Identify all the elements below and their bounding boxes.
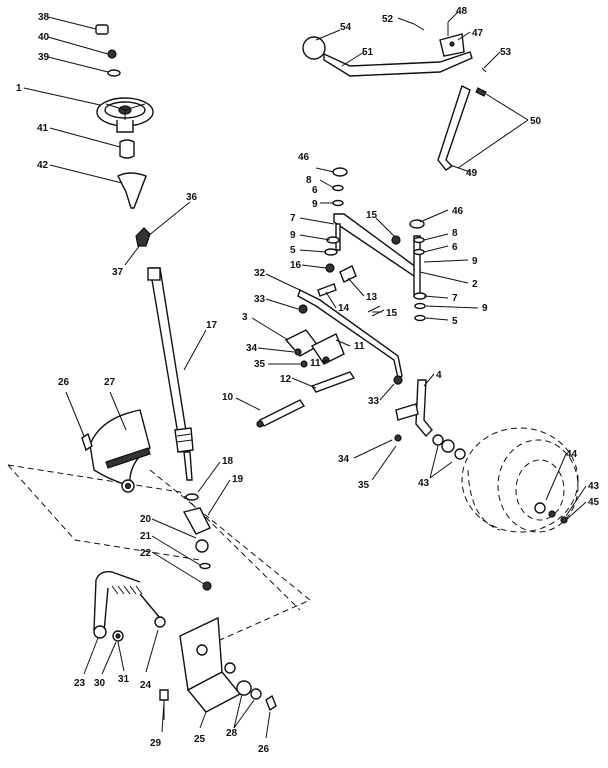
label-43-left: 43 bbox=[418, 478, 430, 489]
parts-artwork bbox=[7, 22, 579, 720]
label-10: 10 bbox=[222, 392, 234, 403]
label-3: 3 bbox=[242, 312, 248, 323]
label-24: 24 bbox=[140, 680, 152, 691]
label-21: 21 bbox=[140, 531, 152, 542]
label-39: 39 bbox=[38, 52, 50, 63]
label-35-right: 35 bbox=[358, 480, 370, 491]
label-22: 22 bbox=[140, 548, 152, 559]
label-1: 1 bbox=[16, 83, 22, 94]
label-6-right: 6 bbox=[452, 242, 458, 253]
label-17: 17 bbox=[206, 320, 218, 331]
label-25: 25 bbox=[194, 734, 206, 745]
label-54: 54 bbox=[340, 22, 352, 33]
label-33-bottom: 33 bbox=[368, 396, 380, 407]
label-5-right: 5 bbox=[452, 316, 458, 327]
label-44: 44 bbox=[566, 449, 578, 460]
label-46-right: 46 bbox=[452, 206, 464, 217]
label-52: 52 bbox=[382, 14, 394, 25]
shaft-bracket bbox=[135, 227, 151, 247]
label-18: 18 bbox=[222, 456, 234, 467]
label-38: 38 bbox=[38, 12, 50, 23]
label-8-left: 8 bbox=[306, 175, 312, 186]
label-53: 53 bbox=[500, 47, 512, 58]
dashed-reference-outline bbox=[7, 464, 311, 641]
label-36: 36 bbox=[186, 192, 198, 203]
axle-beam bbox=[317, 167, 427, 322]
label-16: 16 bbox=[290, 260, 302, 271]
steering-wheel bbox=[96, 97, 154, 133]
label-41: 41 bbox=[37, 123, 49, 134]
label-45: 45 bbox=[588, 497, 600, 508]
label-23: 23 bbox=[74, 678, 86, 689]
label-31: 31 bbox=[118, 674, 130, 685]
lift-lever bbox=[302, 22, 487, 77]
label-2: 2 bbox=[472, 279, 478, 290]
label-9-a: 9 bbox=[312, 199, 318, 210]
label-26-top: 26 bbox=[58, 377, 70, 388]
label-15-bottom: 15 bbox=[386, 308, 398, 319]
label-37: 37 bbox=[112, 267, 124, 278]
label-47: 47 bbox=[472, 28, 484, 39]
label-48: 48 bbox=[456, 6, 468, 17]
label-49: 49 bbox=[466, 168, 478, 179]
label-40: 40 bbox=[38, 32, 50, 43]
label-7-left: 7 bbox=[290, 213, 296, 224]
label-46-left: 46 bbox=[298, 152, 310, 163]
steering-shaft bbox=[147, 267, 194, 481]
label-12: 12 bbox=[280, 374, 292, 385]
label-28: 28 bbox=[226, 728, 238, 739]
part-labels: 38 40 39 1 41 42 36 37 17 26 27 18 19 20… bbox=[16, 6, 600, 755]
tie-rod-assembly bbox=[256, 289, 403, 428]
label-4: 4 bbox=[436, 370, 442, 381]
label-33-top: 33 bbox=[254, 294, 266, 305]
label-42: 42 bbox=[37, 160, 49, 171]
label-35-left: 35 bbox=[254, 359, 266, 370]
label-34-right: 34 bbox=[338, 454, 350, 465]
label-9-b: 9 bbox=[290, 230, 296, 241]
label-13: 13 bbox=[366, 292, 378, 303]
column-cone bbox=[117, 172, 147, 209]
label-6-left: 6 bbox=[312, 185, 318, 196]
lift-rod bbox=[437, 85, 487, 171]
label-9-d: 9 bbox=[482, 303, 488, 314]
label-11-right: 11 bbox=[354, 341, 365, 352]
label-11-left: 11 bbox=[310, 358, 321, 369]
sector-gear bbox=[81, 409, 151, 493]
adapter bbox=[119, 139, 135, 159]
label-19: 19 bbox=[232, 474, 244, 485]
label-9-c: 9 bbox=[472, 256, 478, 267]
label-20: 20 bbox=[140, 514, 152, 525]
leader-lines bbox=[23, 11, 587, 739]
label-7-right: 7 bbox=[452, 293, 458, 304]
label-8-right: 8 bbox=[452, 228, 458, 239]
steering-cap bbox=[95, 24, 121, 77]
label-34-left: 34 bbox=[246, 343, 258, 354]
label-43-right: 43 bbox=[588, 481, 600, 492]
steering-arm bbox=[93, 570, 166, 642]
label-5-left: 5 bbox=[290, 245, 296, 256]
label-30: 30 bbox=[94, 678, 106, 689]
spindle bbox=[394, 379, 466, 460]
front-wheel bbox=[461, 427, 579, 533]
label-50: 50 bbox=[530, 116, 542, 127]
label-15-top: 15 bbox=[366, 210, 378, 221]
label-32: 32 bbox=[254, 268, 266, 279]
label-26-bottom: 26 bbox=[258, 744, 270, 755]
label-14: 14 bbox=[338, 303, 350, 314]
label-27: 27 bbox=[104, 377, 116, 388]
label-29: 29 bbox=[150, 738, 162, 749]
label-51: 51 bbox=[362, 47, 374, 58]
pinion-assembly bbox=[182, 493, 212, 591]
mounting-bracket bbox=[159, 616, 277, 720]
